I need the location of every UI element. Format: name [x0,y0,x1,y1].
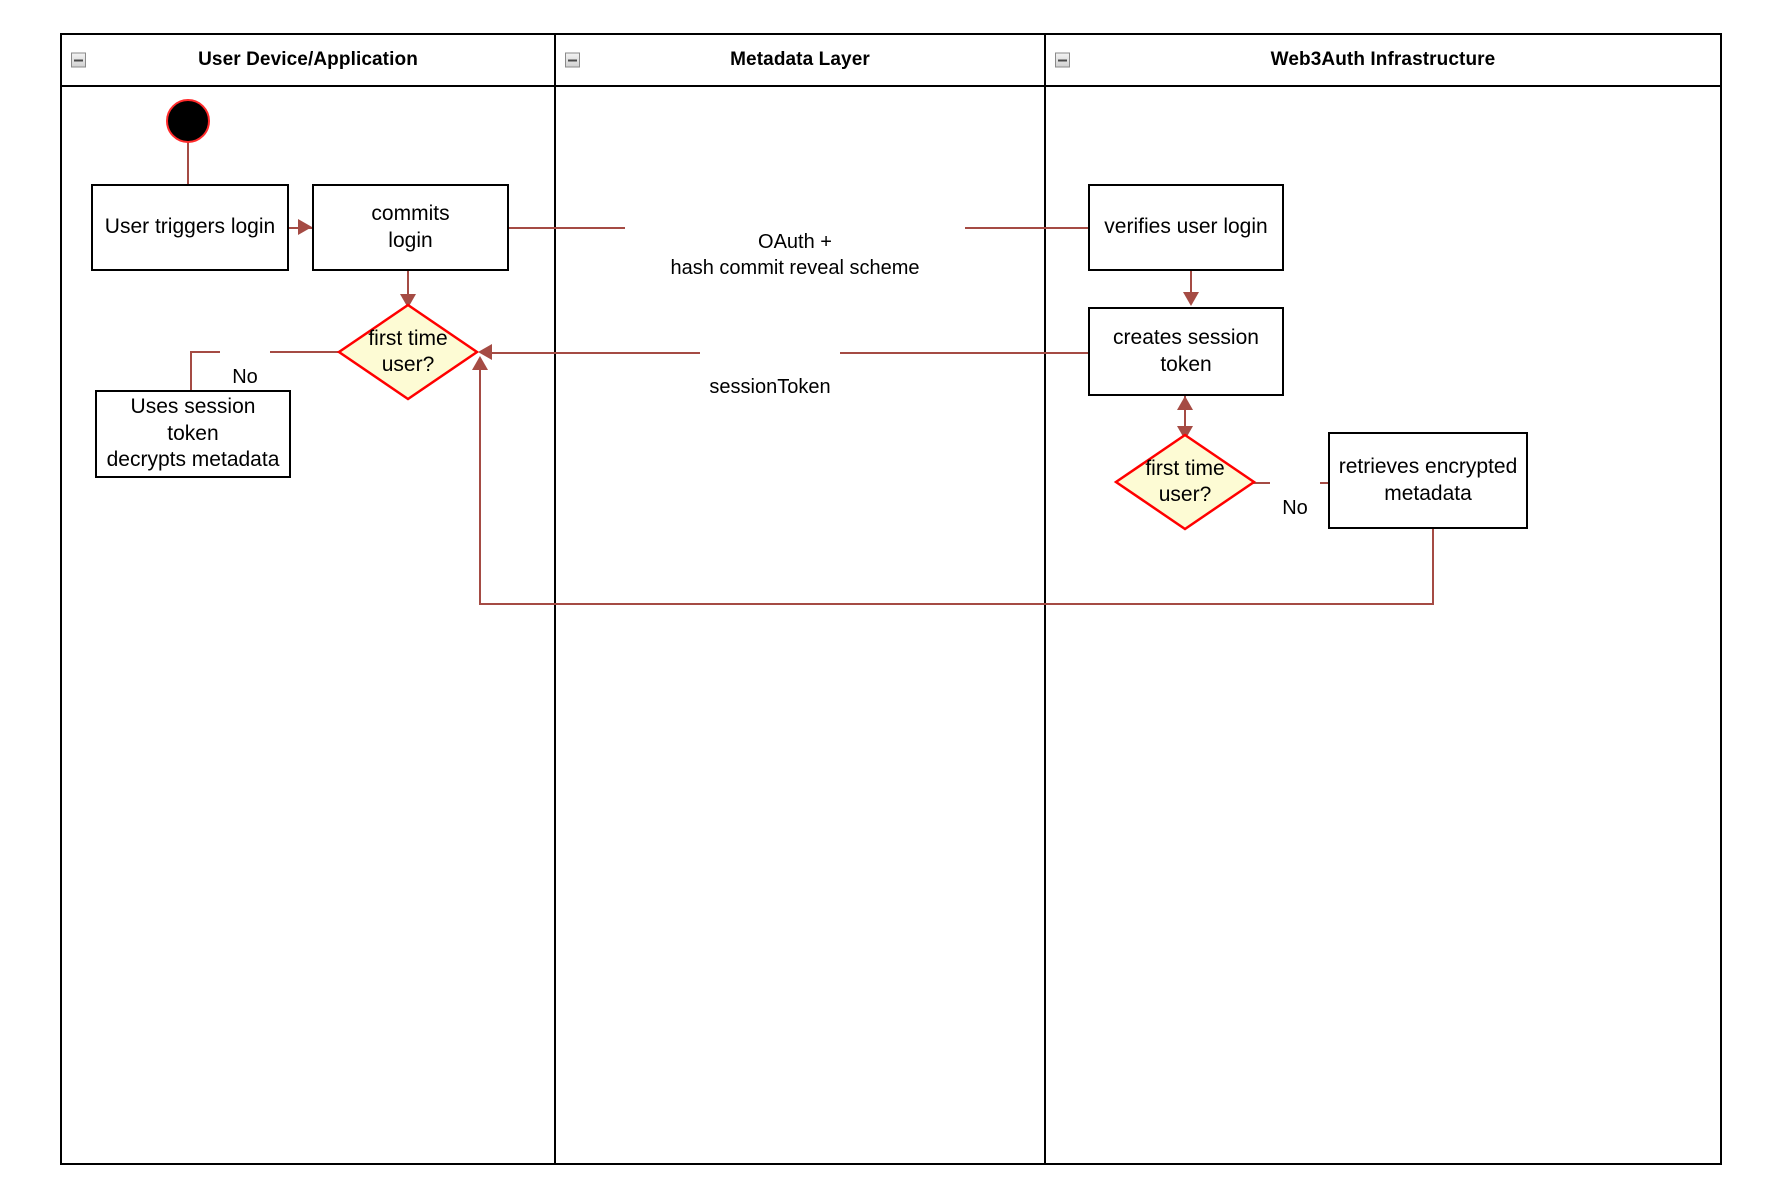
action-commits-login[interactable]: commits login [312,184,509,271]
edge-label-text: sessionToken [709,376,831,398]
action-label: creates session token [1113,325,1259,376]
action-label: verifies user login [1104,215,1268,239]
action-label: retrieves encrypted metadata [1338,454,1518,505]
decision-first-time-user-client[interactable]: first time user? [336,303,480,401]
edge-retrieves-return-vertical [479,370,481,605]
edge-label-no-server: No [1270,469,1320,521]
action-uses-session-token[interactable]: Uses session token decrypts metadata [95,390,291,478]
swimlane-title-web3auth: Web3Auth Infrastructure [1270,49,1496,70]
swimlane-web3auth: Web3Auth Infrastructure [1044,35,1720,1163]
arrowhead-right-commits-login [298,219,312,235]
edge-retrieves-return-horizontal [479,603,1434,605]
edge-no-client-vertical [190,351,192,390]
swimlane-user-device: User Device/Application [62,35,554,1163]
edge-creates-session-to-decision-server [1184,396,1186,440]
collapse-minus-icon[interactable] [71,52,86,68]
edge-commits-to-decision-client [407,270,409,302]
arrowhead-down-decision-client [400,294,416,308]
collapse-minus-icon[interactable] [1055,52,1070,68]
edge-verifies-to-creates-session [1190,270,1192,302]
edge-label-session-token: sessionToken [700,348,840,400]
swimlane-header-metadata-layer: Metadata Layer [556,35,1044,87]
action-creates-session-token[interactable]: creates session token [1088,307,1284,396]
initial-node [166,99,210,143]
action-retrieves-encrypted-metadata[interactable]: retrieves encrypted metadata [1328,432,1528,529]
arrowhead-up-creates-session [1177,396,1193,410]
edge-label-text: No [232,366,258,388]
edge-label-oauth: OAuth + hash commit reveal scheme [625,203,965,281]
swimlane-metadata-layer: Metadata Layer [554,35,1044,1163]
action-user-triggers-login[interactable]: User triggers login [91,184,289,271]
action-verifies-user-login[interactable]: verifies user login [1088,184,1284,271]
action-label: Uses session token decrypts metadata [106,394,280,472]
arrowhead-up-client-decision-merge [472,356,488,370]
edge-start-to-user-triggers-login [187,142,189,184]
edge-label-text: OAuth + hash commit reveal scheme [670,231,920,279]
swimlane-title-user-device: User Device/Application [198,49,418,70]
edge-label-text: No [1282,497,1308,519]
action-label: commits login [371,201,450,252]
collapse-minus-icon[interactable] [565,52,580,68]
edge-retrieves-down [1432,529,1434,605]
swimlane-header-user-device: User Device/Application [62,35,554,87]
decision-first-time-user-server[interactable]: first time user? [1113,433,1257,531]
swimlane-title-metadata-layer: Metadata Layer [730,49,870,70]
arrowhead-down-creates-session [1183,292,1199,306]
action-label: User triggers login [104,215,276,239]
edge-label-no-client: No [220,338,270,390]
swimlane-header-web3auth: Web3Auth Infrastructure [1046,35,1720,87]
